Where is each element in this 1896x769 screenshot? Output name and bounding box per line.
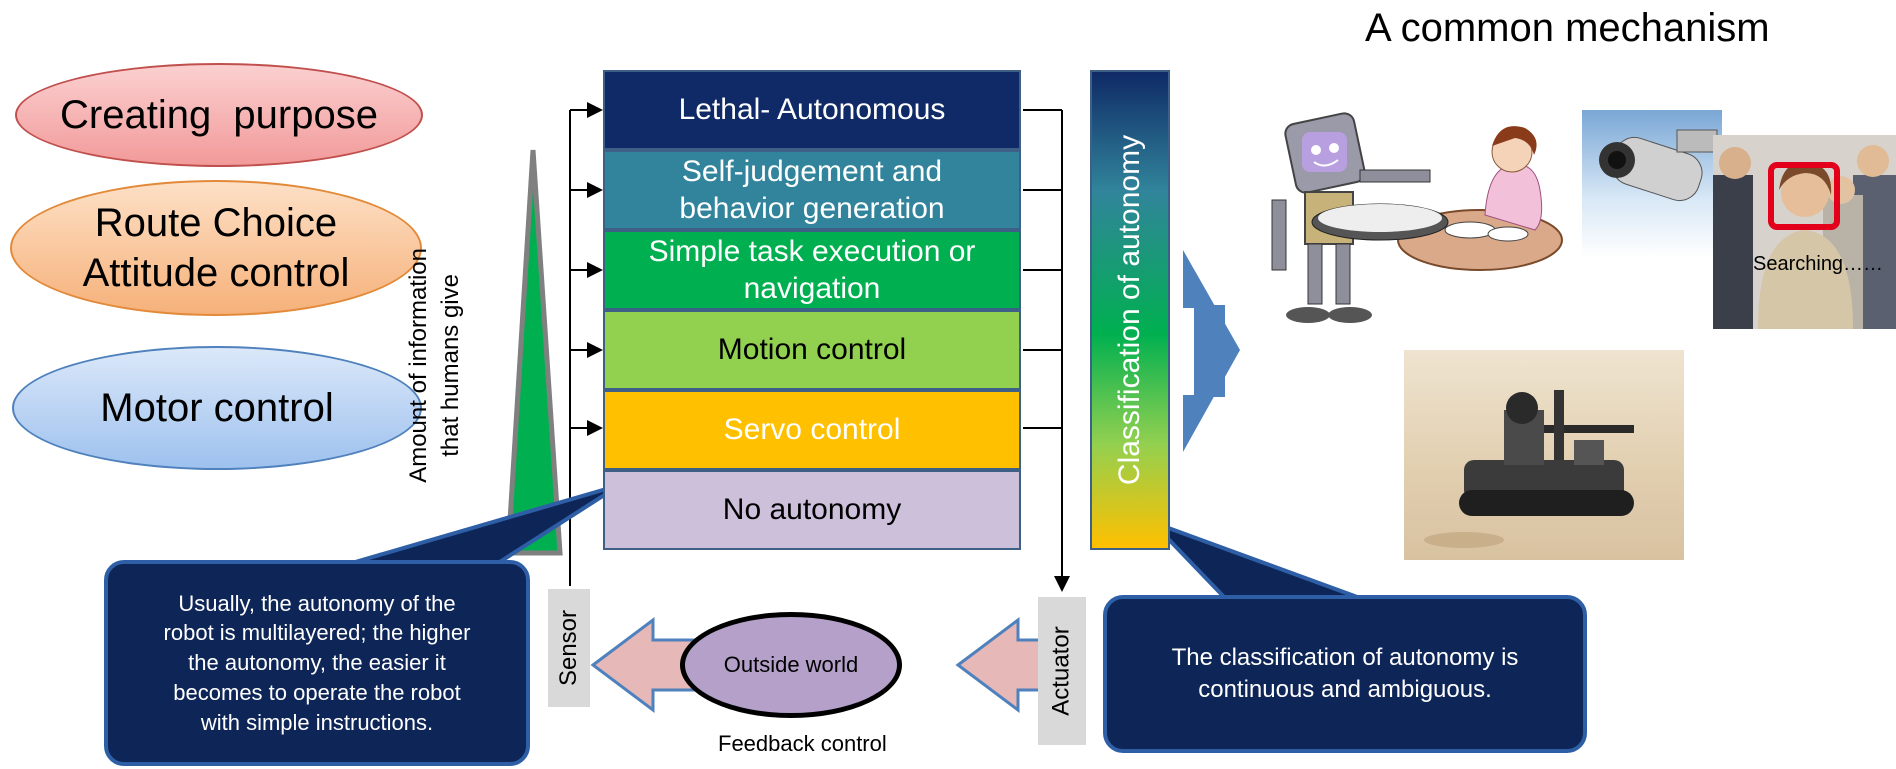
layer-self-judgement: Self-judgement and behavior generation [603, 150, 1021, 230]
layer-simple-task: Simple task execution or navigation [603, 230, 1021, 310]
security-camera-photo [1582, 110, 1722, 258]
outside-world: Outside world [680, 612, 902, 718]
callout-right-tail [1150, 520, 1361, 600]
layer-no-autonomy: No autonomy [603, 470, 1021, 550]
layer-motion-control: Motion control [603, 310, 1021, 390]
actuator-box: Actuator [1038, 597, 1086, 745]
info-axis-label: Amount of information that humans give [404, 247, 465, 483]
ellipse-route-choice-label: Route Choice Attitude control [82, 201, 350, 295]
ellipse-creating-purpose: Creating purpose [15, 63, 423, 167]
layer-servo-control: Servo control [603, 390, 1021, 470]
callout-left: Usually, the autonomy of the robot is mu… [104, 560, 530, 766]
ellipse-creating-purpose-label: Creating purpose [60, 93, 378, 137]
layer-lethal-autonomous: Lethal- Autonomous [603, 70, 1021, 150]
page-title: A common mechanism [1365, 6, 1770, 50]
feedback-label: Feedback control [718, 731, 887, 756]
face-recognition-photo: Searching…… [1713, 135, 1896, 329]
ellipse-route-choice: Route Choice Attitude control [10, 180, 422, 316]
robot-waiter-illustration [1271, 112, 1563, 323]
classification-bar: Classification of autonomy [1090, 70, 1170, 550]
military-robot-photo [1404, 350, 1684, 560]
searching-label: Searching…… [1753, 253, 1884, 275]
ellipse-motor-control: Motor control [12, 346, 422, 470]
callout-right: The classification of autonomy is contin… [1103, 595, 1587, 753]
sensor-box: Sensor [548, 589, 590, 707]
ellipse-motor-control-label: Motor control [100, 386, 334, 430]
information-triangle [505, 149, 563, 556]
